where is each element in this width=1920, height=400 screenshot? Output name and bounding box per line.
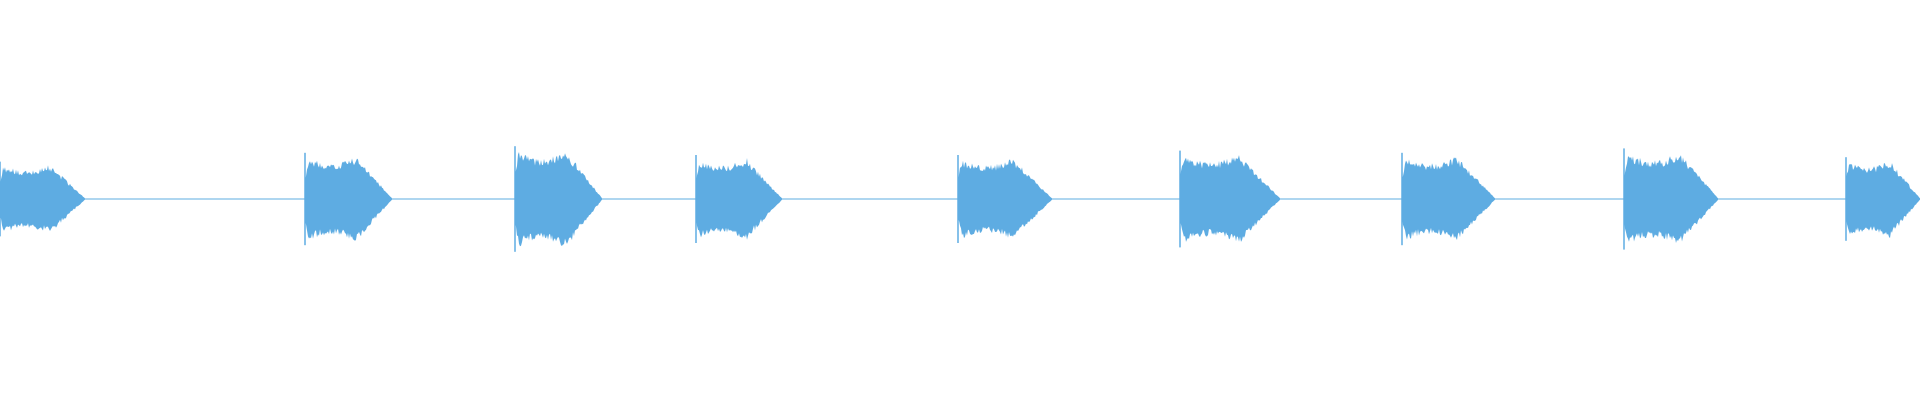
waveform-burst-6 xyxy=(1180,155,1280,242)
waveform-burst-7 xyxy=(1402,157,1495,240)
waveform-burst-3 xyxy=(515,152,602,247)
waveform-burst-2 xyxy=(305,158,392,241)
waveform-bursts xyxy=(0,146,1920,252)
waveform-burst-4 xyxy=(696,158,782,240)
waveform-burst-9 xyxy=(1846,162,1920,239)
waveform-burst-8 xyxy=(1624,155,1718,243)
waveform-burst-1 xyxy=(0,165,85,231)
waveform-burst-5 xyxy=(958,159,1052,239)
